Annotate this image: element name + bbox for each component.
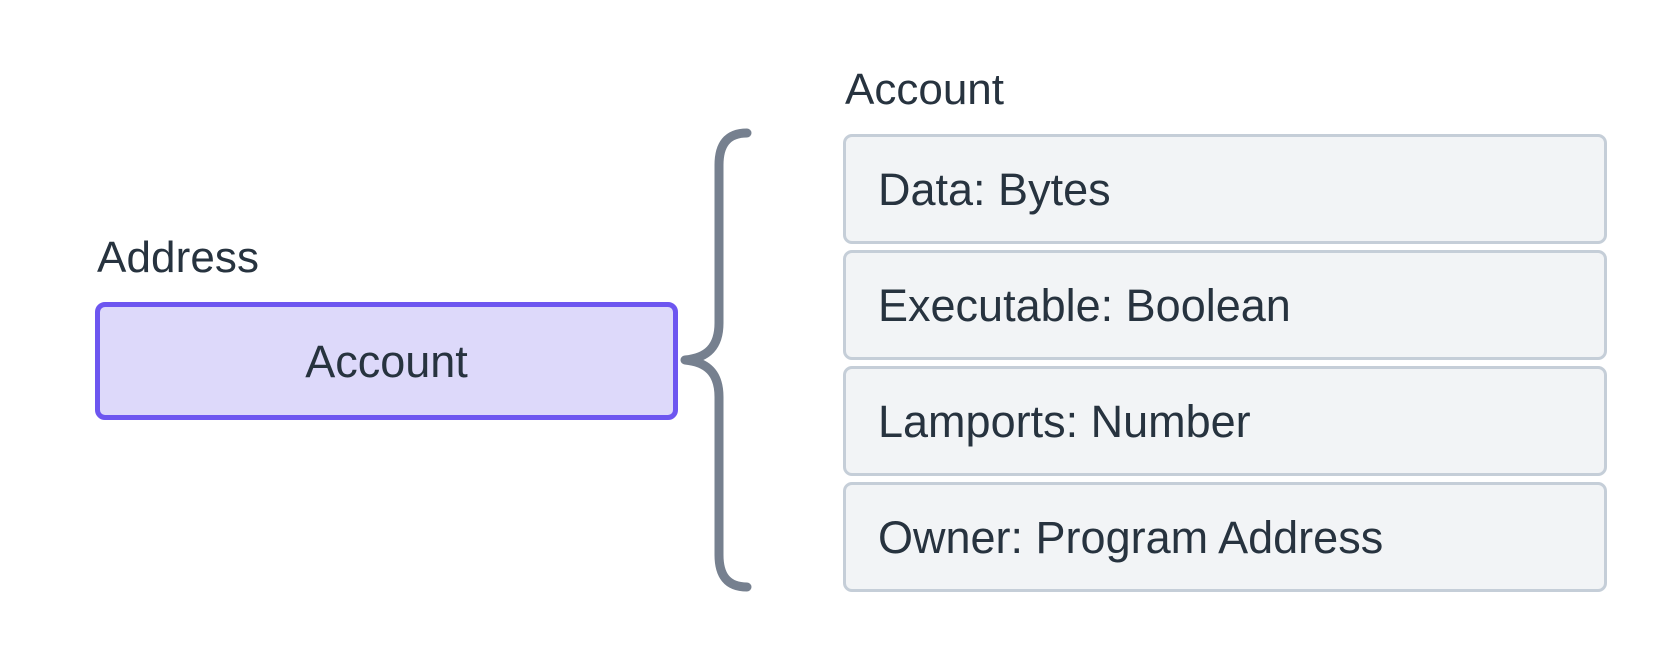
field-row-data-label: Data: Bytes bbox=[878, 163, 1111, 215]
account-struct-heading: Account bbox=[845, 65, 1004, 114]
account-struct-group: Account Data: Bytes Executable: Boolean … bbox=[843, 68, 1607, 592]
address-label: Address bbox=[97, 233, 260, 282]
field-row-lamports-label: Lamports: Number bbox=[878, 395, 1251, 447]
account-address-box[interactable]: Account bbox=[95, 302, 678, 420]
account-address-box-label: Account bbox=[305, 335, 468, 387]
field-row-owner[interactable]: Owner: Program Address bbox=[843, 482, 1607, 592]
address-field-group: Address Account bbox=[95, 236, 678, 420]
field-row-lamports[interactable]: Lamports: Number bbox=[843, 366, 1607, 476]
field-row-data[interactable]: Data: Bytes bbox=[843, 134, 1607, 244]
field-row-executable-label: Executable: Boolean bbox=[878, 279, 1291, 331]
curly-brace-left-icon bbox=[680, 128, 752, 592]
brace-connector bbox=[655, 125, 760, 595]
field-row-owner-label: Owner: Program Address bbox=[878, 511, 1384, 563]
field-row-executable[interactable]: Executable: Boolean bbox=[843, 250, 1607, 360]
account-field-list: Data: Bytes Executable: Boolean Lamports… bbox=[843, 134, 1607, 592]
